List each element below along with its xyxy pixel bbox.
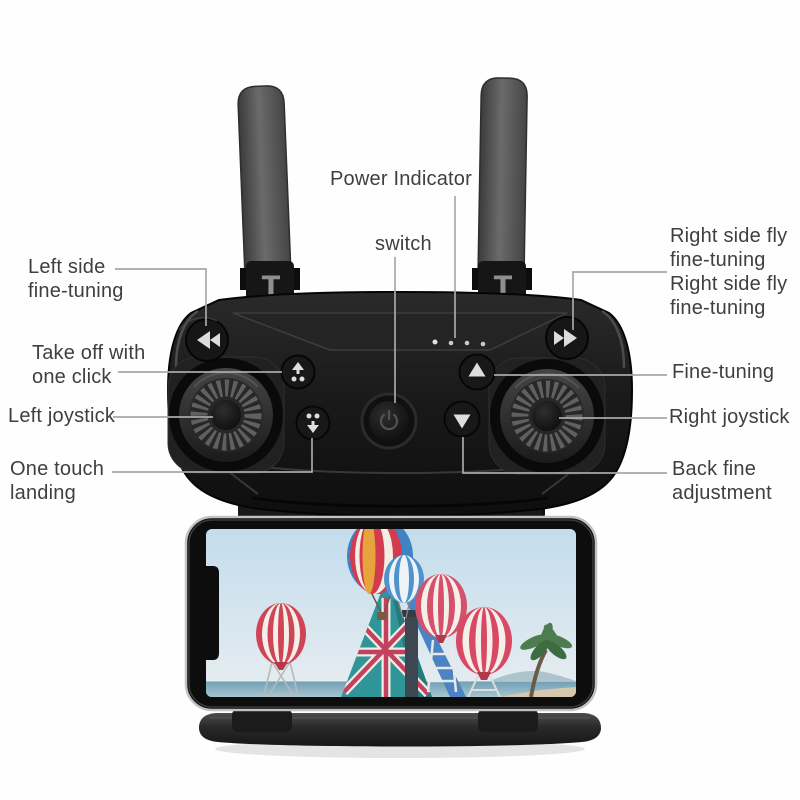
label-right-side-fly-2: Right side fly fine-tuning	[670, 273, 788, 319]
left-joystick	[169, 358, 283, 472]
double-left-arrow-icon	[197, 331, 220, 349]
right-shoulder-trim-button	[545, 316, 589, 360]
takeoff-icon	[291, 362, 305, 382]
balloon-big-center	[347, 529, 413, 620]
label-switch: switch	[375, 233, 432, 255]
balloon-left	[256, 603, 306, 696]
label-fine-tuning: Fine-tuning	[672, 361, 775, 383]
right-joystick	[490, 359, 604, 473]
label-one-touch-landing: One touch landing	[10, 458, 105, 504]
label-take-off-one-click: Take off with one click	[32, 342, 146, 388]
label-left-joystick: Left joystick	[8, 405, 116, 427]
callout-line-left-side-fine-tuning	[115, 268, 207, 326]
stand-pad-left	[232, 709, 292, 732]
stand-pad-right	[478, 709, 538, 732]
label-right-joystick: Right joystick	[669, 406, 790, 428]
chimney	[402, 610, 421, 697]
power-indicator-leds	[432, 339, 486, 347]
palm-tree	[520, 622, 573, 697]
antenna-left	[237, 85, 292, 276]
mounted-phone	[184, 515, 598, 712]
label-left-side-fine-tuning: Left side fine-tuning	[28, 256, 124, 302]
beach	[500, 687, 576, 697]
label-right-side-fly-1: Right side fly fine-tuning	[670, 225, 788, 271]
power-button	[360, 392, 418, 450]
balloon-small-blue	[384, 555, 424, 619]
distant-island	[490, 671, 576, 681]
down-triangle-icon	[453, 414, 471, 429]
callout-line-right-side-fly	[572, 271, 667, 330]
up-triangle-icon	[468, 362, 486, 377]
callout-line-back-fine-adjustment	[462, 437, 667, 474]
callout-lines	[112, 196, 667, 474]
right-trim-up-button	[458, 353, 496, 391]
left-shoulder-trim-button	[178, 316, 229, 362]
right-trim-down-button	[443, 400, 481, 438]
phone-notch	[206, 566, 219, 660]
label-back-fine-adjustment: Back fine adjustment	[672, 458, 772, 504]
balloon-ladder	[415, 574, 467, 693]
landing-button	[295, 405, 331, 441]
double-right-arrow-icon	[554, 329, 577, 347]
landing-icon	[306, 413, 320, 433]
power-icon	[379, 409, 399, 431]
takeoff-button	[280, 354, 316, 390]
balloon-right	[456, 607, 512, 697]
phone-stand	[199, 709, 601, 758]
phone-screen	[206, 529, 576, 697]
callout-line-one-touch-landing	[112, 438, 313, 473]
label-power-indicator: Power Indicator	[330, 168, 472, 190]
antenna-right	[477, 77, 528, 276]
